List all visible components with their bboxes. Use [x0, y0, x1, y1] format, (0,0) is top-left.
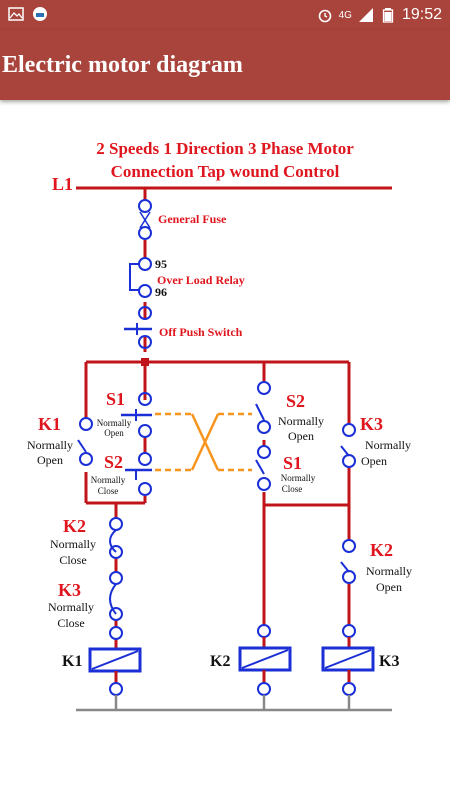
image-icon	[8, 7, 24, 21]
k1-contact-label: K1	[38, 414, 61, 434]
s1-right-state-line2: Close	[282, 484, 303, 494]
neutral-bus	[76, 695, 392, 712]
page-title: Electric motor diagram	[2, 52, 243, 78]
off-push-switch	[124, 306, 152, 349]
k3-right-label: K3	[360, 414, 383, 434]
k2-coil	[238, 624, 292, 696]
clock: 19:52	[401, 6, 442, 23]
overload-relay-label: Over Load Relay	[157, 273, 245, 287]
k1-coil	[88, 626, 142, 696]
line-label-l1: L1	[52, 174, 73, 194]
s2-left-state-line1: Normally	[91, 475, 126, 485]
s2-right-switch	[255, 381, 271, 434]
s2-left-label: S2	[104, 452, 123, 472]
s1-left-state-line2: Open	[104, 428, 124, 438]
k3-right-state-line2: Open	[361, 454, 387, 468]
app-bar: Electric motor diagram	[0, 30, 450, 100]
general-fuse	[138, 199, 152, 240]
s1-left-state-line1: Normally	[97, 418, 132, 428]
s2-left-switch	[125, 452, 152, 496]
relay-terminal-95: 95	[155, 257, 167, 271]
off-switch-label: Off Push Switch	[159, 325, 243, 339]
k2-left-contact	[109, 517, 123, 559]
k2-right-state-line2: Open	[376, 580, 402, 594]
k3-left-contact	[109, 571, 123, 621]
diagram-title-line2: Connection Tap wound Control	[111, 162, 340, 181]
s1-left-switch	[121, 392, 152, 438]
motor-control-diagram: 2 Speeds 1 Direction 3 Phase Motor Conne…	[27, 139, 412, 712]
s1-right-switch	[255, 445, 271, 491]
k3-left-state-line2: Close	[57, 616, 84, 630]
k2-coil-label: K2	[210, 653, 230, 670]
k3-left-label: K3	[58, 580, 81, 600]
k3-coil	[321, 624, 375, 696]
k1-state-line2: Open	[37, 453, 63, 467]
s2-right-state-line1: Normally	[278, 414, 324, 428]
k1-state-line1: Normally	[27, 438, 73, 452]
s2-left-state-line2: Close	[98, 486, 119, 496]
s1-left-label: S1	[106, 389, 125, 409]
battery-icon	[382, 8, 394, 23]
overload-relay	[129, 257, 152, 298]
s1-right-label: S1	[283, 453, 302, 473]
status-bar: 4G 19:52	[0, 0, 450, 30]
k2-right-label: K2	[370, 540, 393, 560]
network-type: 4G	[338, 9, 352, 21]
mechanical-interlock	[155, 412, 252, 472]
k3-right-contact	[340, 423, 356, 468]
k3-coil-label: K3	[379, 653, 399, 670]
k3-right-state-line1: Normally	[365, 438, 411, 452]
k3-left-state-line1: Normally	[48, 600, 94, 614]
k2-left-state-line2: Close	[59, 553, 86, 567]
s1-right-state-line1: Normally	[281, 473, 316, 483]
k2-right-contact	[340, 539, 356, 584]
general-fuse-label: General Fuse	[158, 212, 227, 226]
k2-left-label: K2	[63, 516, 86, 536]
relay-terminal-96: 96	[155, 285, 167, 299]
s2-right-label: S2	[286, 391, 305, 411]
s2-right-state-line2: Open	[288, 429, 314, 443]
k1-coil-label: K1	[62, 653, 82, 670]
alarm-icon	[318, 9, 331, 23]
k1-contact	[77, 417, 93, 466]
k2-right-state-line1: Normally	[366, 564, 412, 578]
middle-branch-wires	[262, 362, 349, 625]
app-icon	[33, 7, 47, 21]
k2-left-state-line1: Normally	[50, 537, 96, 551]
diagram-title-line1: 2 Speeds 1 Direction 3 Phase Motor	[96, 139, 354, 158]
signal-icon	[358, 8, 373, 22]
left-branch-wires	[84, 362, 147, 518]
